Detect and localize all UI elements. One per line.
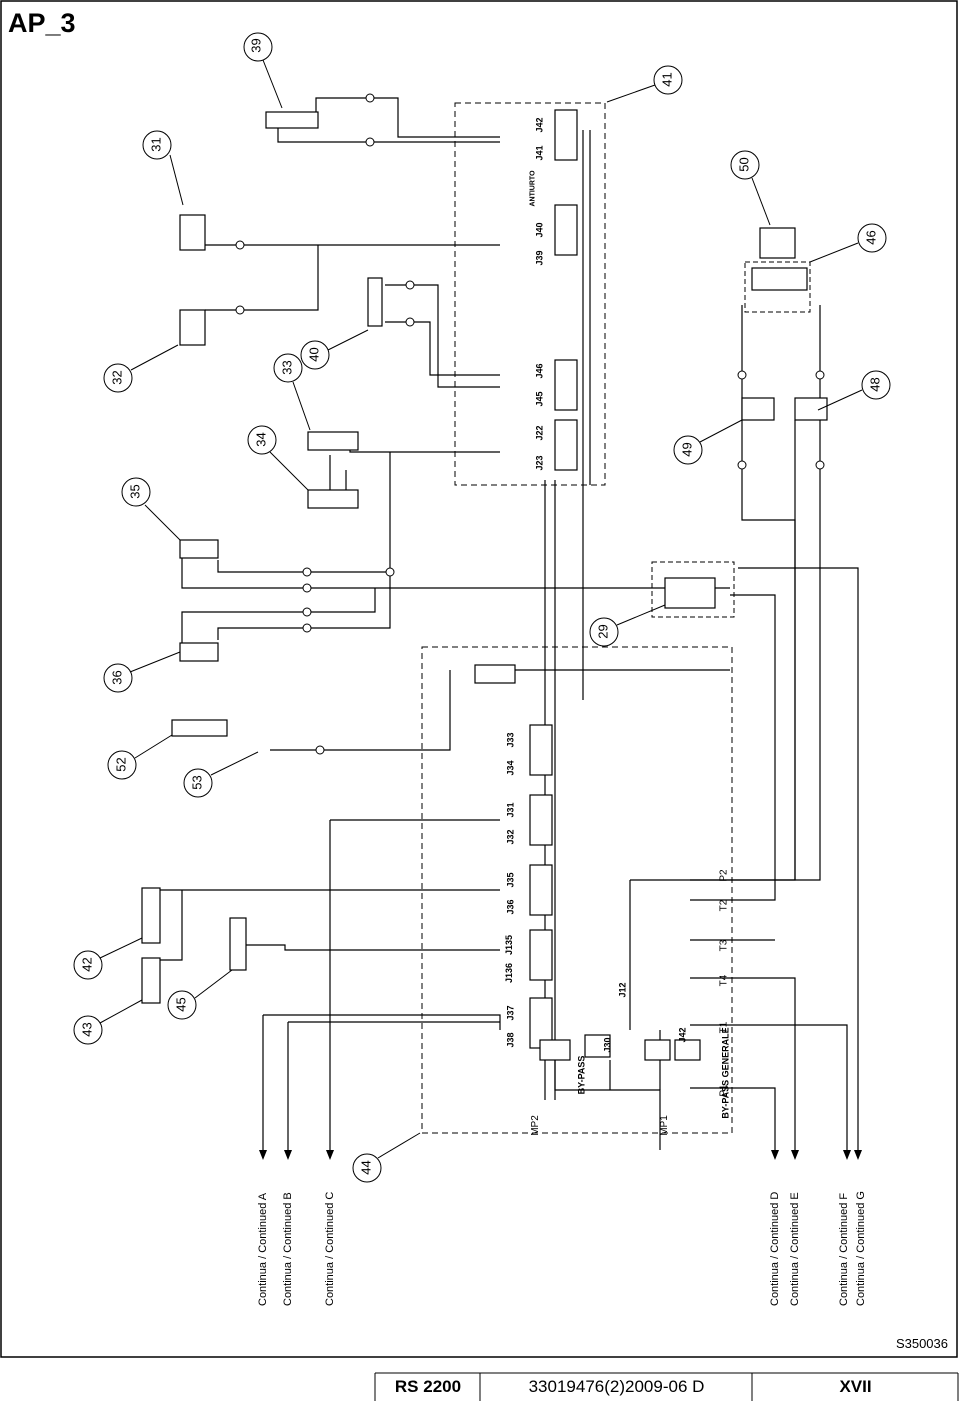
valve-label: J136: [504, 962, 515, 984]
callout-32: 32: [109, 370, 125, 385]
bypass-general-label: BY-PASS GENERALE: [720, 1027, 731, 1119]
valve-label: J46: [534, 363, 545, 379]
callout-35: 35: [127, 484, 143, 499]
continued-g: Continua / Continued G: [855, 1191, 867, 1306]
callout-49: 49: [679, 442, 695, 457]
valve-block-29: [651, 561, 735, 618]
page-title: AP_3: [8, 8, 76, 38]
anti-shock-label: ANTIURTO: [529, 170, 537, 207]
valve-stacks: [474, 109, 828, 1061]
callout-46: 46: [863, 230, 879, 245]
callout-50: 50: [736, 157, 752, 172]
bypass-label: BY-PASS: [576, 1055, 587, 1095]
valve-label: J41: [534, 145, 545, 161]
cylinder-34: [307, 489, 359, 509]
callout-48: 48: [867, 377, 883, 392]
valve-label: J45: [534, 391, 545, 407]
cylinder-43: [141, 957, 161, 1004]
valve-label: J38: [505, 1032, 516, 1048]
valve-label: J42: [534, 117, 545, 133]
port-label: MP1: [658, 1115, 670, 1136]
pipe-network: [160, 97, 859, 1150]
cylinder-31: [179, 214, 206, 251]
accumulator-52: [171, 719, 228, 737]
callout-45: 45: [173, 997, 189, 1012]
title-block: [374, 1372, 959, 1401]
valve-label: J42: [677, 1027, 688, 1043]
valve-label: J39: [534, 250, 545, 266]
cylinder-36: [179, 642, 219, 662]
valve-label: J32: [505, 829, 516, 845]
title-block-document: 33019476(2)2009-06 D: [528, 1377, 705, 1396]
callout-39: 39: [248, 38, 264, 53]
valve-label: J40: [534, 222, 545, 238]
valve-label: J30: [602, 1037, 613, 1053]
port-label: P2: [718, 869, 730, 882]
continued-b: Continua / Continued B: [282, 1192, 294, 1306]
callout-circles: [73, 32, 891, 1183]
cylinder-35: [179, 539, 219, 559]
cylinder-39: [265, 111, 319, 129]
title-block-model: RS 2200: [394, 1377, 462, 1396]
cylinder-42: [141, 887, 161, 944]
cylinder-40: [367, 277, 383, 327]
callout-44: 44: [358, 1160, 374, 1175]
valve-block-46: [744, 261, 811, 313]
drawing-reference: S350036: [895, 1336, 948, 1351]
manifold-44: [421, 646, 733, 1134]
continued-arrows: [259, 1150, 862, 1160]
valve-label: J23: [534, 455, 545, 471]
callout-52: 52: [113, 757, 129, 772]
valve-label: J135: [504, 934, 515, 956]
drawing-frame: [0, 0, 958, 1358]
continued-e: Continua / Continued E: [789, 1192, 801, 1306]
continued-f: Continua / Continued F: [838, 1192, 850, 1306]
continued-d: Continua / Continued D: [769, 1191, 781, 1306]
continued-a: Continua / Continued A: [257, 1192, 269, 1306]
valve-label: J36: [505, 899, 516, 915]
manifold-41: [454, 102, 606, 486]
continued-c: Continua / Continued C: [324, 1191, 336, 1306]
callout-53: 53: [189, 775, 205, 790]
cylinder-33: [307, 431, 359, 451]
port-label: T2: [718, 899, 730, 912]
valve-label: J33: [505, 732, 516, 748]
valve-label: J22: [534, 425, 545, 441]
callout-36: 36: [109, 670, 125, 685]
valve-label: J35: [505, 872, 516, 888]
port-label: T3: [718, 939, 730, 952]
callout-40: 40: [306, 347, 322, 362]
callout-29: 29: [595, 624, 611, 639]
title-block-sheet: XVII: [839, 1377, 872, 1396]
callout-31: 31: [148, 137, 164, 152]
callout-33: 33: [279, 360, 295, 375]
port-label: T4: [718, 974, 730, 987]
callout-leaders: [99, 59, 863, 1159]
connection-points: [235, 93, 825, 755]
callout-43: 43: [79, 1022, 95, 1037]
valve-label: J31: [505, 802, 516, 818]
port-label: MP2: [529, 1115, 541, 1136]
cylinder-45: [229, 917, 247, 971]
valve-label: J37: [505, 1005, 516, 1021]
cylinders: [141, 111, 383, 1004]
callout-34: 34: [253, 432, 269, 447]
callout-42: 42: [79, 957, 95, 972]
cylinder-32: [179, 309, 206, 346]
valve-label: J34: [505, 760, 516, 776]
valve-label: J12: [617, 982, 628, 998]
callout-41: 41: [659, 72, 675, 87]
